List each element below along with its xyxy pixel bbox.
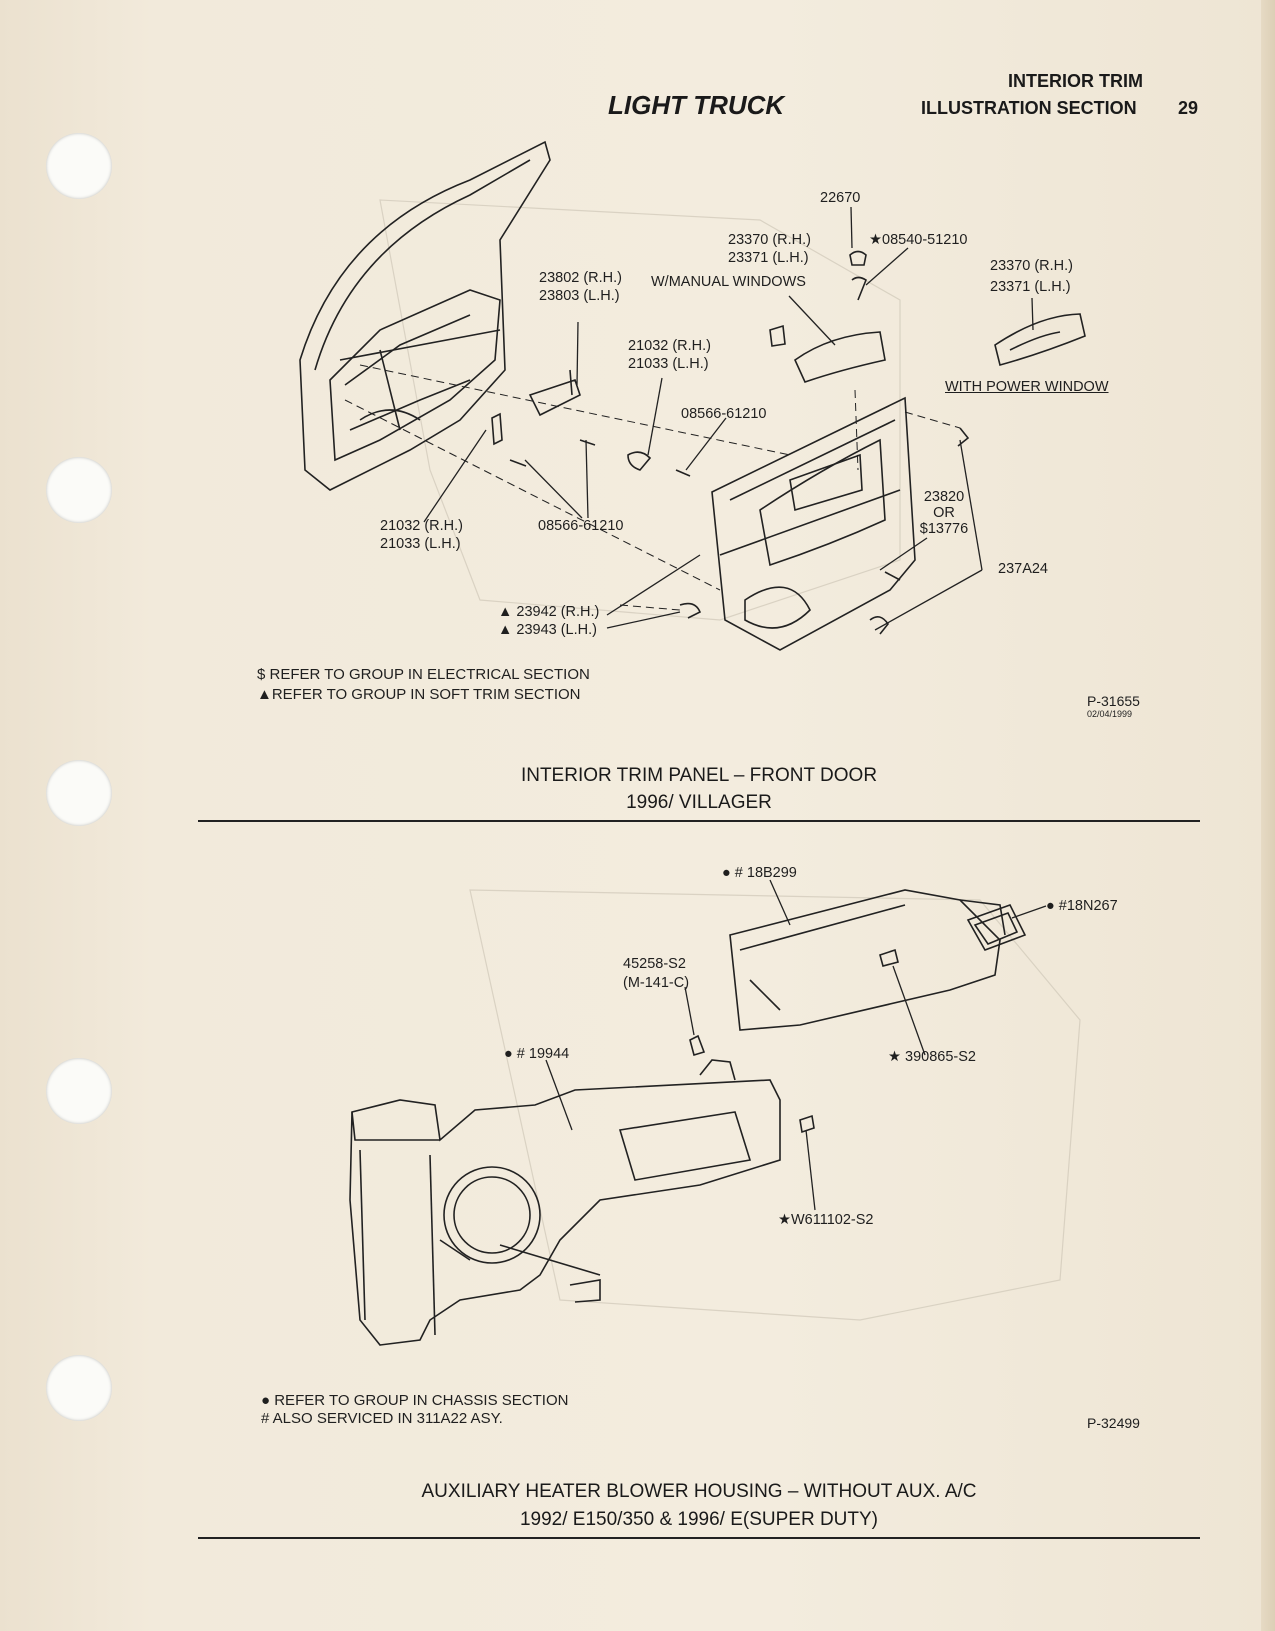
binder-hole (46, 1058, 112, 1124)
footnote: ▲REFER TO GROUP IN SOFT TRIM SECTION (257, 686, 581, 703)
page-edge (1261, 0, 1275, 1631)
part-date: 02/04/1999 (1087, 709, 1133, 719)
section-divider (198, 820, 1200, 822)
binder-hole (46, 1355, 112, 1421)
part-label: 21033 (L.H.) (380, 536, 461, 552)
section-divider (198, 1537, 1200, 1539)
part-label: 21032 (R.H.) (380, 518, 464, 534)
part-label: 23370 (R.H.) (990, 258, 1074, 274)
figure-caption-sub: 1996/ VILLAGER (626, 792, 772, 813)
leader-lines (423, 206, 1034, 631)
leader-lines-2 (545, 879, 1047, 1211)
footnote: # ALSO SERVICED IN 311A22 ASY. (261, 1410, 503, 1427)
bleed-through-artwork (379, 199, 1081, 1321)
part-label: 23370 (R.H.) (728, 232, 812, 248)
binder-hole (46, 133, 112, 199)
armrest-drawing (679, 250, 1086, 635)
part-label: 23802 (R.H.) (539, 270, 623, 286)
part-code: P-32499 (1087, 1415, 1140, 1431)
part-label: ▲ 23943 (L.H.) (498, 622, 597, 638)
part-label: 237A24 (998, 561, 1048, 577)
part-label: ★W611102-S2 (778, 1212, 874, 1228)
binder-hole (46, 760, 112, 826)
part-label: $13776 (919, 521, 969, 537)
part-label: 45258-S2 (623, 956, 686, 972)
trim-panel-drawing (711, 396, 916, 651)
part-label: ● # 18B299 (722, 865, 797, 881)
figure-caption: AUXILIARY HEATER BLOWER HOUSING – WITHOU… (421, 1481, 977, 1502)
part-label: 22670 (820, 190, 861, 206)
part-label: 08566-61210 (681, 406, 767, 422)
part-label: W/MANUAL WINDOWS (651, 274, 806, 290)
part-label: ▲ 23942 (R.H.) (498, 604, 600, 620)
part-code: P-31655 (1087, 693, 1140, 709)
part-label: 08566-61210 (538, 518, 624, 534)
figure-caption: INTERIOR TRIM PANEL – FRONT DOOR (520, 765, 878, 786)
part-label: ● #18N267 (1046, 898, 1118, 914)
page-number: 29 (1178, 98, 1199, 118)
bracket-drawings (491, 369, 691, 477)
part-label: ● # 19944 (504, 1046, 570, 1062)
part-label: 23371 (L.H.) (990, 279, 1071, 295)
part-label: 21033 (L.H.) (628, 356, 709, 372)
part-label: OR (933, 505, 955, 521)
part-label: 23371 (L.H.) (728, 250, 809, 266)
blower-housing-drawing (349, 1059, 781, 1346)
page-title: LIGHT TRUCK (608, 90, 785, 120)
door-frame-drawing (299, 140, 551, 491)
footnote: $ REFER TO GROUP IN ELECTRICAL SECTION (257, 666, 590, 683)
figure-caption-sub: 1992/ E150/350 & 1996/ E(SUPER DUTY) (519, 1509, 879, 1530)
duct-drawing (689, 889, 1027, 1134)
footnote: ● REFER TO GROUP IN CHASSIS SECTION (261, 1392, 569, 1409)
part-label: 23803 (L.H.) (539, 288, 620, 304)
part-label: 21032 (R.H.) (628, 338, 712, 354)
assembly-lines (344, 364, 961, 611)
part-label: ★ 390865-S2 (888, 1049, 976, 1065)
header-section: INTERIOR TRIM (1008, 71, 1143, 91)
part-label: (M-141-C) (623, 975, 690, 991)
part-label: 23820 (923, 489, 965, 505)
part-label: WITH POWER WINDOW (945, 379, 1109, 395)
binder-hole (46, 457, 112, 523)
header-subsection: ILLUSTRATION SECTION (921, 98, 1137, 118)
part-label: ★08540-51210 (869, 232, 968, 248)
